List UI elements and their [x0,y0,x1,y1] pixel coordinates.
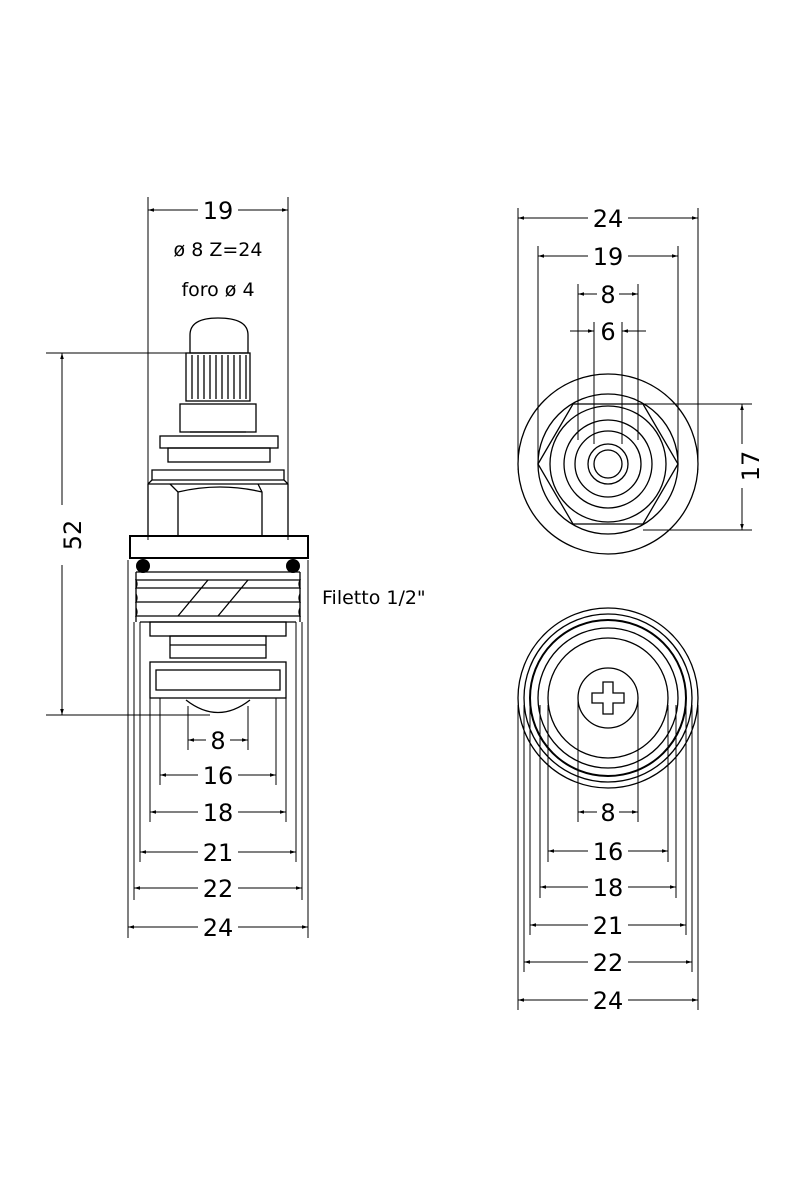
top-dim-24: 24 [593,205,624,233]
bottom-dim-21: 21 [593,912,624,940]
bottom-view: 8 16 18 21 22 24 [517,607,699,1015]
top-dim-17: 17 [737,451,765,482]
side-height-label: 52 [59,520,87,551]
top-dim-6: 6 [600,318,615,346]
o-ring-right [286,559,300,573]
thread [134,571,302,623]
cross-slot [591,681,625,715]
side-dim-21: 21 [203,839,234,867]
top-view: 24 19 8 6 17 [517,205,765,555]
bottom-dim-18: 18 [593,874,624,902]
bottom-dim-8: 8 [600,799,615,827]
side-dim-22: 22 [203,875,234,903]
side-dim-16: 16 [203,762,234,790]
lower-seal [149,661,287,699]
bottom-dim-16: 16 [593,838,624,866]
o-ring-left [136,559,150,573]
spline-teeth [191,355,247,399]
bottom-dim-22: 22 [593,949,624,977]
bottom-disk [185,699,251,713]
thread-note: Filetto 1/2" [322,587,426,609]
flange [129,535,309,559]
side-top-width-label: 19 [203,197,234,225]
top-hex [537,403,679,525]
side-dim-18: 18 [203,799,234,827]
side-view: 19 ø 8 Z=24 foro ø 4 [46,197,426,942]
spline-note: ø 8 Z=24 [174,239,263,261]
spline-shaft [185,352,251,402]
center-boss [577,667,639,729]
top-outer-circle [517,373,699,555]
bottom-dim-24: 24 [593,987,624,1015]
bottom-outer-circle [517,607,699,789]
side-dim-24: 24 [203,914,234,942]
knob-cap [189,317,249,354]
top-dim-19: 19 [593,243,624,271]
side-dim-8: 8 [210,727,225,755]
hole-note: foro ø 4 [181,279,254,301]
top-dim-8: 8 [600,281,615,309]
